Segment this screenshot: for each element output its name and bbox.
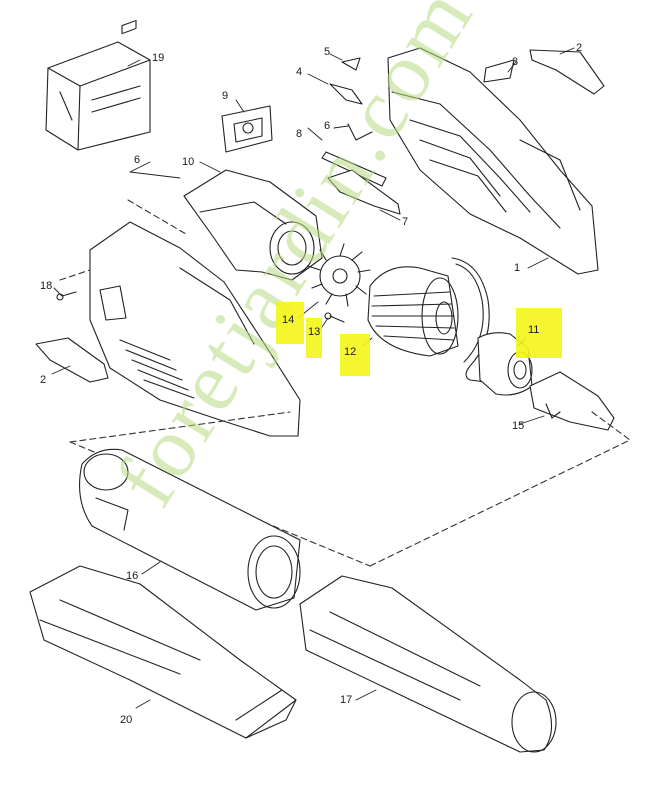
callout-12: 12 <box>344 346 357 358</box>
callout-14: 14 <box>282 314 295 326</box>
highlight-12 <box>340 334 370 376</box>
part-2-grip <box>35 337 109 383</box>
leader-lines <box>51 47 575 709</box>
callout-7: 7 <box>402 216 409 228</box>
part-15-endcap <box>529 371 615 431</box>
callout-17: 17 <box>340 694 353 706</box>
callout-4: 4 <box>296 66 303 78</box>
part-12-motor <box>367 266 459 357</box>
callout-6-left: 6 <box>134 154 141 166</box>
part-20-flat-nozzle <box>29 565 297 739</box>
highlight-14 <box>276 302 304 344</box>
part-19-housing <box>45 19 151 151</box>
callout-20: 20 <box>120 714 133 726</box>
callout-18: 18 <box>40 280 53 292</box>
callout-1: 1 <box>514 262 521 274</box>
callout-2-top: 2 <box>576 42 583 54</box>
callout-3: 3 <box>512 56 519 68</box>
callout-15: 15 <box>512 420 525 432</box>
part-1-shell <box>387 47 599 275</box>
small-parts <box>321 57 401 215</box>
callout-11: 11 <box>528 324 540 336</box>
part-18-screw <box>56 291 77 301</box>
highlight-11 <box>516 308 562 358</box>
callout-2-grip: 2 <box>40 374 47 386</box>
part-17-round-nozzle <box>299 575 557 753</box>
callout-6-upper: 6 <box>324 120 331 132</box>
part-13-screw <box>324 312 345 323</box>
left-housing-half <box>89 221 301 437</box>
callout-13: 13 <box>308 326 321 338</box>
highlight-13 <box>306 318 322 358</box>
part-10-nozzle-housing <box>183 169 323 281</box>
part-16-tube <box>79 448 301 611</box>
part-9-switch <box>221 105 273 153</box>
part-2-clip-top <box>529 49 605 95</box>
callout-5: 5 <box>324 46 331 58</box>
part-14-fan <box>307 243 371 307</box>
callout-10: 10 <box>182 156 195 168</box>
callout-19: 19 <box>152 52 165 64</box>
callout-8: 8 <box>296 128 303 140</box>
callout-16: 16 <box>126 570 139 582</box>
callout-9: 9 <box>222 90 229 102</box>
